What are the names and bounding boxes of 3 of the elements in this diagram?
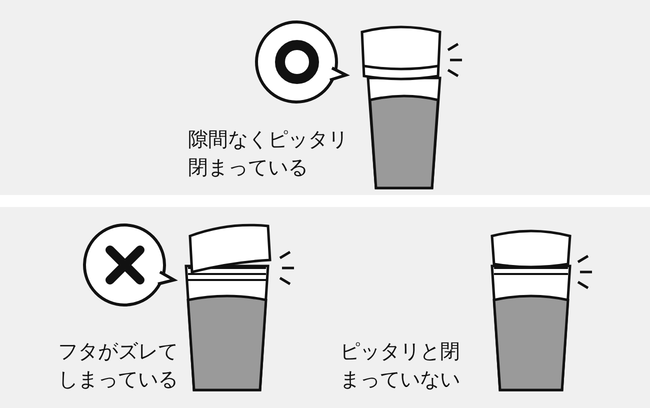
caption-text: フタがズレてしまっている: [58, 338, 179, 393]
caption-text: 隙間なくピッタリ閉まっている: [188, 126, 349, 181]
caption-text: ピッタリと閉まっていない: [340, 338, 461, 393]
